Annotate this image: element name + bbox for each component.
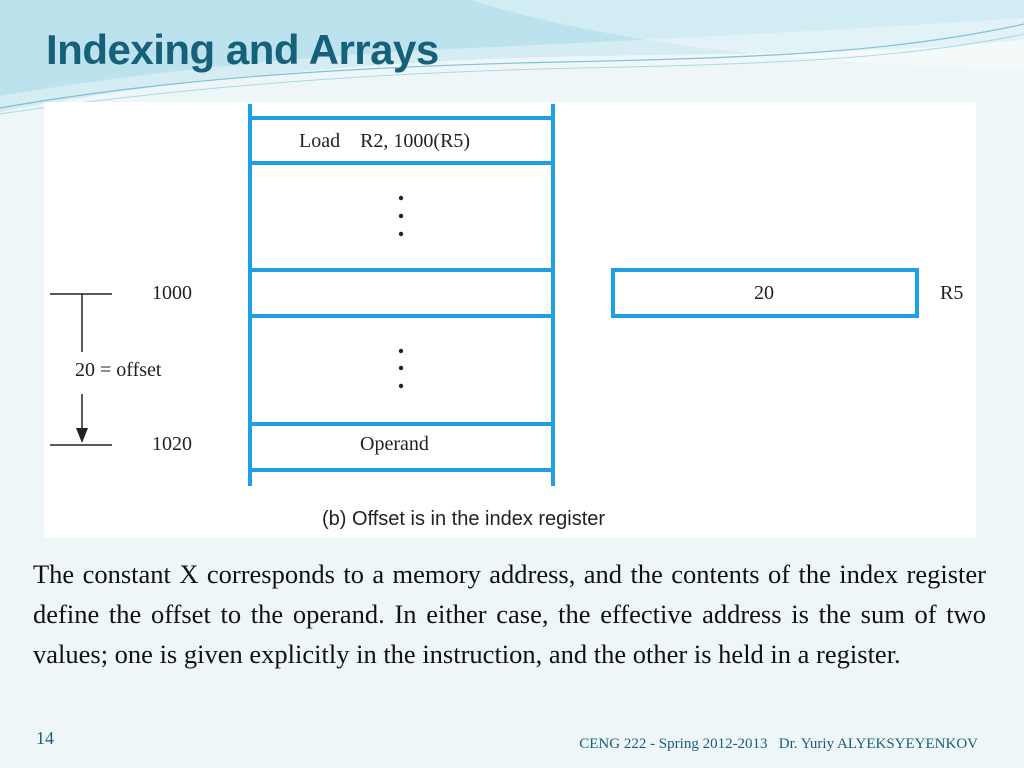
memory-diagram: [50, 104, 919, 486]
ellipsis-dot: [398, 365, 404, 371]
slide-footer: CENG 222 - Spring 2012-2013 Dr. Yuriy AL…: [579, 736, 978, 752]
body-paragraph: The constant X corresponds to a memory a…: [33, 559, 986, 669]
address-1020-label: 1020: [152, 433, 192, 455]
operand-cell-text: Operand: [360, 433, 429, 455]
ellipsis-dot: [398, 383, 404, 389]
ellipsis-dot: [398, 348, 404, 354]
ellipsis-dot: [398, 231, 404, 237]
instruction-cell-text: Load R2, 1000(R5): [299, 130, 471, 152]
page-number: 14: [36, 728, 54, 748]
slide-title: Indexing and Arrays: [46, 26, 439, 73]
register-name: R5: [940, 282, 964, 304]
address-1000-label: 1000: [152, 282, 192, 304]
figure-caption: (b) Offset is in the index register: [322, 508, 606, 530]
register-value: 20: [754, 282, 774, 304]
diagram-panel: Load R2, 1000(R5) Operand 1000 1020 20 =…: [44, 102, 976, 538]
offset-label: 20 = offset: [75, 359, 162, 381]
ellipsis-dot: [398, 195, 404, 201]
offset-arrow-head: [76, 428, 88, 443]
register-r5-box: [611, 268, 919, 318]
ellipsis-dot: [398, 213, 404, 219]
